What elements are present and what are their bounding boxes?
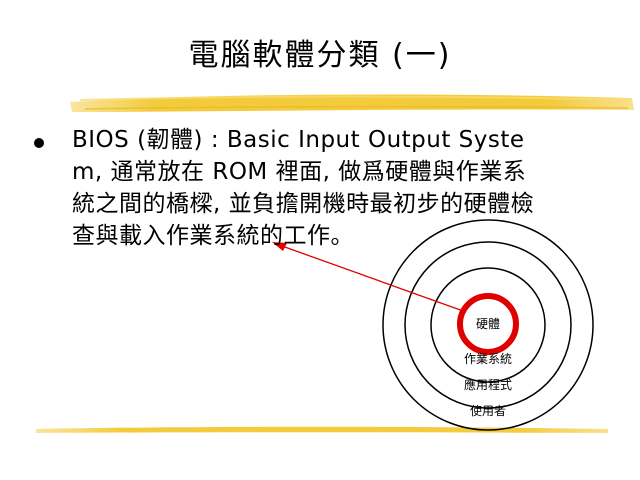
slide-title: 電腦軟體分類 (一) — [188, 38, 452, 73]
bullet-text-line: BIOS (韌體) : Basic Input Output Syste — [72, 127, 525, 153]
ring-operating-system — [430, 267, 546, 383]
ring-label-users: 使用者 — [470, 403, 506, 418]
title-underline-stroke — [70, 94, 634, 112]
ring-applications — [404, 241, 572, 409]
footer-underline-stroke — [36, 426, 608, 433]
ring-label-hardware: 硬體 — [476, 317, 500, 331]
ring-hardware-highlight — [457, 293, 519, 355]
ring-users — [382, 219, 594, 431]
bullet-text-line: m, 通常放在 ROM 裡面, 做爲硬體與作業系 — [72, 159, 527, 185]
ring-label-operating-system: 作業系統 — [464, 352, 512, 366]
red-arrow — [272, 242, 467, 313]
bullet-text-line: 查與載入作業系統的工作。 — [72, 223, 354, 249]
bullet-text-line: 統之間的橋樑, 並負擔開機時最初步的硬體檢 — [72, 191, 535, 217]
ring-diagram: 硬體 作業系統 應用程式 使用者 — [382, 219, 594, 431]
bullet-text: BIOS (韌體) : Basic Input Output Syste m, … — [72, 124, 612, 252]
ring-label-applications: 應用程式 — [464, 377, 512, 392]
bullet-dot — [34, 138, 44, 148]
